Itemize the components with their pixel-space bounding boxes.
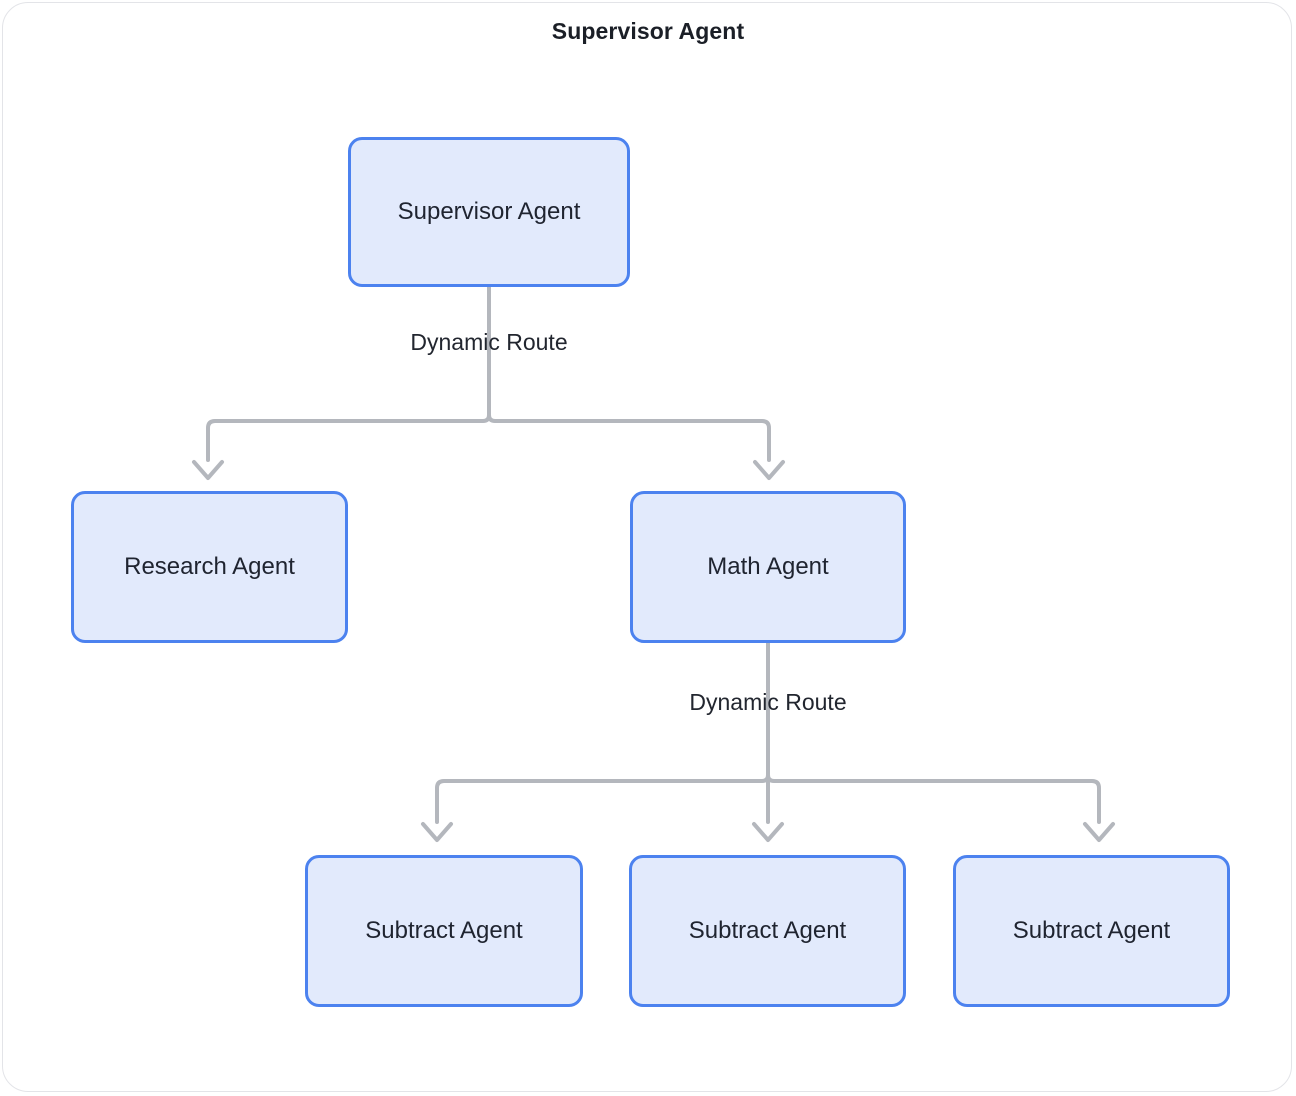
edge-label-dynamic-route-2: Dynamic Route xyxy=(689,689,847,715)
node-research-agent[interactable]: Research Agent xyxy=(71,491,348,643)
arrowhead-icon-math xyxy=(753,460,785,480)
node-supervisor-agent[interactable]: Supervisor Agent xyxy=(348,137,630,287)
node-subtract-agent-1[interactable]: Subtract Agent xyxy=(305,855,583,1007)
arrowhead-icon-subtract-3 xyxy=(1083,822,1115,842)
arrowhead-icon-subtract-2 xyxy=(752,822,784,842)
arrowhead-icon-research xyxy=(192,460,224,480)
node-math-agent[interactable]: Math Agent xyxy=(630,491,906,643)
node-subtract-agent-3[interactable]: Subtract Agent xyxy=(953,855,1230,1007)
page-title: Supervisor Agent xyxy=(551,18,745,44)
node-label: Subtract Agent xyxy=(1012,916,1171,944)
node-label: Research Agent xyxy=(124,552,295,580)
edge-supervisor-to-math xyxy=(487,413,771,462)
edge-math-to-subtract-3 xyxy=(766,773,1101,824)
node-label: Supervisor Agent xyxy=(397,197,581,225)
node-label: Subtract Agent xyxy=(688,916,847,944)
edge-supervisor-to-research xyxy=(206,413,491,462)
arrowhead-icon-subtract-1 xyxy=(421,822,453,842)
node-subtract-agent-2[interactable]: Subtract Agent xyxy=(629,855,906,1007)
edge-math-to-subtract-1 xyxy=(435,773,770,824)
node-label: Subtract Agent xyxy=(365,916,523,944)
node-label: Math Agent xyxy=(707,552,829,580)
edge-label-dynamic-route-1: Dynamic Route xyxy=(410,329,568,355)
